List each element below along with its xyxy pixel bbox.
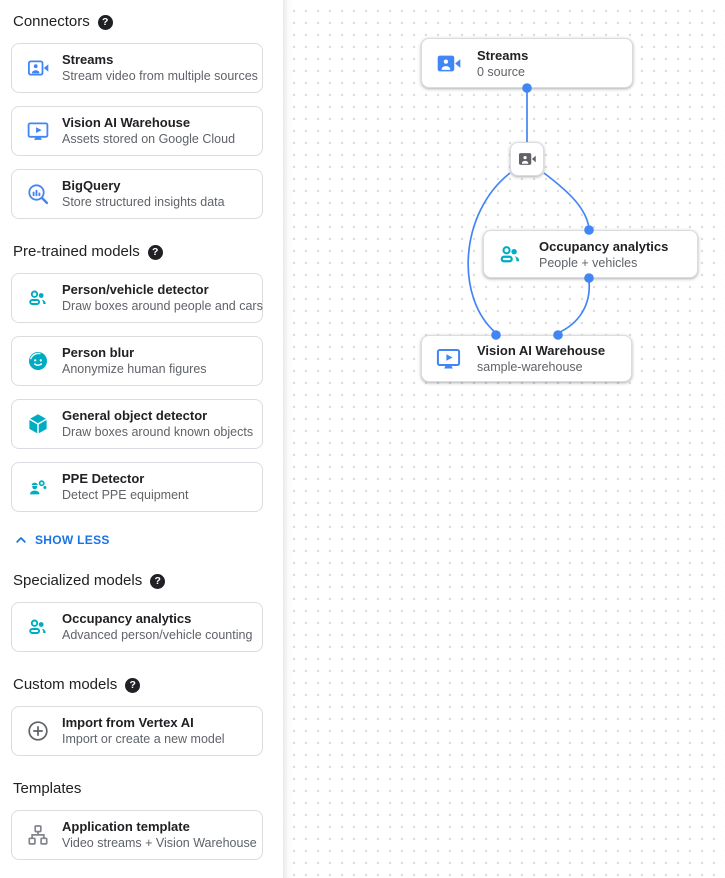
node-occupancy-analytics[interactable]: Occupancy analytics People + vehicles <box>483 230 698 278</box>
node-vision-ai-warehouse[interactable]: Vision AI Warehouse sample-warehouse <box>421 335 632 382</box>
card-description: Store structured insights data <box>62 195 225 209</box>
card-occupancy-analytics[interactable]: Occupancy analytics Advanced person/vehi… <box>11 602 263 652</box>
help-icon[interactable]: ? <box>97 14 113 30</box>
component-sidebar: Connectors ? Streams Stream video from m… <box>0 0 283 878</box>
ppe-icon <box>26 475 50 499</box>
monitor-play-icon <box>26 119 50 143</box>
node-subtitle: People + vehicles <box>539 255 638 270</box>
card-description: Draw boxes around known objects <box>62 425 254 439</box>
show-less-label: SHOW LESS <box>35 533 110 547</box>
card-description: Assets stored on Google Cloud <box>62 132 236 146</box>
add-circle-icon <box>26 719 50 743</box>
card-vision-ai-warehouse[interactable]: Vision AI Warehouse Assets stored on Goo… <box>11 106 263 156</box>
video-camera-icon <box>435 50 462 77</box>
card-title: BigQuery <box>62 178 121 193</box>
card-title: Person blur <box>62 345 135 360</box>
card-ppe-detector[interactable]: PPE Detector Detect PPE equipment <box>11 462 263 512</box>
section-title: Specialized models <box>13 572 143 589</box>
card-title: Person/vehicle detector <box>62 282 209 297</box>
section-title: Connectors <box>13 13 90 30</box>
node-subtitle: sample-warehouse <box>477 360 583 374</box>
node-title: Streams <box>477 47 529 63</box>
help-icon[interactable]: ? <box>147 244 163 260</box>
section-header-connectors: Connectors ? <box>13 13 263 31</box>
node-subtitle: 0 source <box>477 64 525 79</box>
card-title: PPE Detector <box>62 471 145 486</box>
card-description: Stream video from multiple sources <box>62 69 258 83</box>
card-import-from-vertex-ai[interactable]: Import from Vertex AI Import or create a… <box>11 706 263 756</box>
card-description: Advanced person/vehicle counting <box>62 628 253 642</box>
card-general-object-detector[interactable]: General object detector Draw boxes aroun… <box>11 399 263 449</box>
node-streams[interactable]: Streams 0 source <box>421 38 633 88</box>
help-icon[interactable]: ? <box>125 677 141 693</box>
help-icon[interactable]: ? <box>150 573 166 589</box>
face-icon <box>26 349 50 373</box>
card-person-vehicle-detector[interactable]: Person/vehicle detector Draw boxes aroun… <box>11 273 263 323</box>
edge-source-to-occupancy <box>543 172 590 229</box>
video-camera-icon <box>26 56 50 80</box>
card-title: Streams <box>62 52 114 67</box>
card-title: General object detector <box>62 408 208 423</box>
monitor-play-icon <box>435 345 462 372</box>
section-title: Pre-trained models <box>13 243 140 260</box>
card-title: Vision AI Warehouse <box>62 115 191 130</box>
section-header-templates: Templates <box>13 780 263 798</box>
section-header-specialized-models: Specialized models ? <box>13 572 263 590</box>
card-description: Detect PPE equipment <box>62 488 189 502</box>
show-less-link[interactable]: SHOW LESS <box>13 532 263 548</box>
card-description: Anonymize human figures <box>62 362 207 376</box>
node-title: Occupancy analytics <box>539 238 669 254</box>
card-title: Import from Vertex AI <box>62 715 194 730</box>
card-bigquery[interactable]: BigQuery Store structured insights data <box>11 169 263 219</box>
card-description: Import or create a new model <box>62 732 225 746</box>
people-icon <box>497 241 524 268</box>
section-title: Custom models <box>13 676 118 693</box>
card-description: Draw boxes around people and cars <box>62 299 263 313</box>
section-title: Templates <box>13 780 82 797</box>
video-camera-icon <box>517 149 537 169</box>
cube-icon <box>26 412 50 436</box>
bigquery-icon <box>26 182 50 206</box>
card-streams[interactable]: Streams Stream video from multiple sourc… <box>11 43 263 93</box>
node-stream-source[interactable] <box>510 142 544 176</box>
card-application-template[interactable]: Application template Video streams + Vis… <box>11 810 263 860</box>
card-title: Occupancy analytics <box>62 611 192 626</box>
app-template-icon <box>26 823 50 847</box>
people-icon <box>26 286 50 310</box>
people-icon <box>26 615 50 639</box>
card-person-blur[interactable]: Person blur Anonymize human figures <box>11 336 263 386</box>
flow-edges <box>467 83 594 340</box>
node-title: Vision AI Warehouse <box>477 343 606 358</box>
section-header-pretrained-models: Pre-trained models ? <box>13 243 263 261</box>
edge-occupancy-to-warehouse <box>557 280 591 334</box>
card-title: Application template <box>62 819 190 834</box>
card-description: Video streams + Vision Warehouse <box>62 836 257 850</box>
chevron-up-icon <box>13 532 29 548</box>
graph-canvas[interactable]: Streams 0 source Occupancy analytics Peo… <box>283 0 725 878</box>
section-header-custom-models: Custom models ? <box>13 676 263 694</box>
